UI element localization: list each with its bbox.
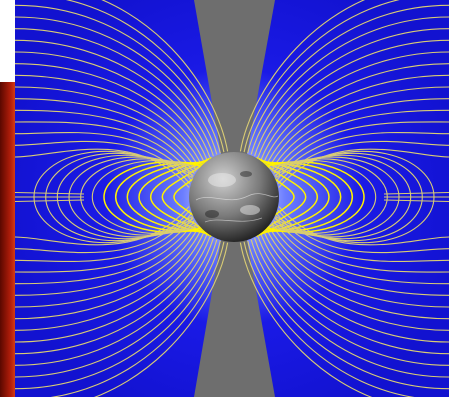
field-line: [278, 206, 449, 246]
field-line: [15, 51, 208, 161]
field-line: [15, 4, 221, 154]
north-polar-wedge: [194, 0, 275, 160]
field-line: [33, 150, 193, 244]
field-line: [15, 206, 190, 246]
field-line: [15, 220, 195, 285]
field-line: [15, 226, 200, 308]
field-line: [269, 159, 377, 235]
field-line: [247, 240, 449, 390]
field-line: [266, 74, 449, 165]
field-line: [250, 16, 449, 155]
field-line: [15, 140, 191, 185]
solar-image-edge: [0, 82, 18, 397]
field-line: [273, 109, 449, 174]
field-line: [15, 28, 214, 157]
field-line: [15, 86, 200, 168]
field-line: [267, 161, 365, 233]
field-line: [80, 158, 198, 236]
field-line: [103, 161, 201, 233]
field-line: [15, 199, 85, 202]
field-line: [15, 39, 211, 158]
south-polar-wedge: [194, 234, 275, 397]
field-line: [258, 157, 307, 237]
open-field-lines: [15, 0, 449, 397]
field-line: [273, 220, 449, 285]
field-line: [247, 4, 449, 154]
field-line: [15, 237, 214, 366]
field-line: [383, 192, 449, 195]
field-line: [383, 199, 449, 202]
field-line: [254, 28, 449, 157]
field-line: [260, 51, 449, 161]
field-line: [49, 241, 225, 397]
field-line: [243, 241, 416, 397]
field-line: [266, 229, 449, 320]
closed-field-lines: [33, 150, 435, 244]
field-line: [271, 98, 449, 171]
field-line: [15, 209, 191, 254]
field-line: [15, 74, 202, 165]
field-line: [239, 242, 373, 397]
field-line: [277, 140, 449, 185]
field-line: [268, 86, 449, 168]
field-line: [274, 152, 423, 242]
field-line: [93, 242, 229, 397]
field-line: [15, 98, 197, 171]
field-line: [264, 161, 342, 233]
field-line: [15, 240, 221, 390]
field-line: [277, 209, 449, 254]
field-line: [65, 0, 225, 153]
field-line: [250, 239, 449, 378]
field-line: [91, 159, 199, 235]
field-line: [271, 223, 449, 296]
field-line: [271, 156, 400, 238]
field-line: [263, 63, 449, 163]
field-line: [15, 233, 208, 343]
field-line: [15, 16, 218, 155]
field-line: [263, 231, 449, 331]
field-line: [270, 158, 388, 236]
field-line: [274, 216, 449, 273]
field-line: [45, 152, 194, 242]
field-line: [68, 156, 197, 238]
field-line: [278, 148, 449, 188]
solar-sphere: [189, 152, 279, 242]
field-line: [268, 226, 449, 308]
field-line: [257, 39, 449, 158]
field-line: [15, 229, 202, 320]
field-line: [15, 231, 205, 331]
field-line: [15, 121, 194, 178]
field-line: [126, 161, 204, 233]
field-line: [100, 0, 229, 152]
field-line: [239, 0, 366, 152]
field-line: [15, 148, 190, 188]
field-line: [161, 157, 210, 237]
field-line: [273, 154, 412, 240]
field-line: [274, 121, 449, 178]
field-line: [15, 223, 197, 296]
field-line: [15, 109, 195, 174]
field-line: [15, 192, 85, 195]
field-line: [260, 233, 449, 343]
field-line: [56, 154, 195, 240]
field-line: [257, 236, 449, 355]
field-line: [15, 63, 205, 163]
field-line: [243, 0, 401, 153]
field-line: [15, 236, 211, 355]
field-line: [254, 237, 449, 366]
field-line: [15, 239, 218, 378]
field-line: [275, 150, 435, 244]
field-line: [15, 216, 194, 273]
